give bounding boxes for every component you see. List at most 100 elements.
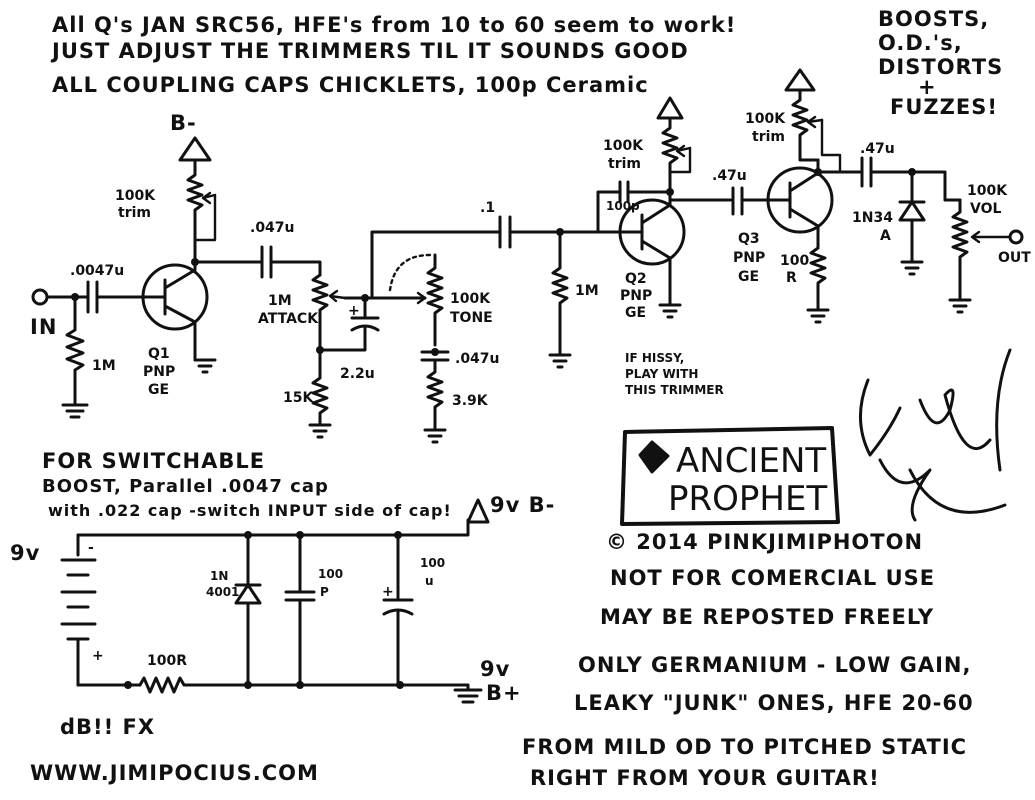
pot-vol: 100K VOL <box>943 183 1012 302</box>
corner-note-line-4: + <box>918 75 937 99</box>
q2-label-3: GE <box>625 305 646 321</box>
ground-15k <box>308 423 332 439</box>
from-line-2: RIGHT FROM YOUR GUITAR! <box>530 766 880 790</box>
power-9v-bminus: 9v B- <box>490 493 555 517</box>
cap-047-1-label: .047u <box>250 220 295 236</box>
note-line-2: JUST ADJUST THE TRIMMERS TIL IT SOUNDS G… <box>50 39 689 63</box>
cap-47-2-label: .47u <box>860 141 895 157</box>
logo-line-2: PROPHET <box>668 479 827 519</box>
b-minus-q2 <box>656 96 684 120</box>
b-minus-q3 <box>784 68 816 92</box>
pot-attack-label-2: ATTACK <box>258 311 319 327</box>
from-line-1: FROM MILD OD TO PITCHED STATIC <box>522 735 967 759</box>
in-label: IN <box>30 315 57 339</box>
out-label: OUT <box>998 250 1031 266</box>
corner-note-line-5: FUZZES! <box>890 95 998 119</box>
ground-tone <box>423 428 447 444</box>
repost-freely: MAY BE REPOSTED FREELY <box>600 605 934 629</box>
q2-label-2: PNP <box>620 288 652 304</box>
note-line-1: All Q's JAN SRC56, HFE's from 10 to 60 s… <box>52 13 736 37</box>
diode-1n-label-2: 4001 <box>206 585 239 599</box>
corner-note-line-3: DISTORTS <box>878 55 1003 79</box>
corner-note-line-2: O.D.'s, <box>878 31 963 55</box>
website-url: WWW.JIMIPOCIUS.COM <box>30 761 319 785</box>
trim3-label-2: trim <box>752 129 785 145</box>
ground-vol <box>948 298 972 314</box>
cap-47-2: .47u <box>860 141 895 188</box>
diode-1n-label-1: 1N <box>210 569 228 583</box>
q3-label-3: GE <box>738 269 759 285</box>
switch-note-line-1: FOR SWITCHABLE <box>42 449 265 473</box>
trim2-label-2: trim <box>608 156 641 172</box>
cap-22: + 2.2u <box>340 303 380 382</box>
battery-minus: - <box>88 540 94 556</box>
pot-tone-label-2: TONE <box>450 310 493 326</box>
diamond-icon <box>638 440 670 474</box>
signature <box>858 348 1012 522</box>
cap-047-1: .047u <box>250 220 295 279</box>
credits: © 2014 PINKJIMIPHOTON NOT FOR COMERCIAL … <box>30 530 973 790</box>
trim2-label-1: 100K <box>603 138 644 154</box>
header-notes: All Q's JAN SRC56, HFE's from 10 to 60 s… <box>50 13 736 97</box>
r-100-label-1: 100 <box>780 253 809 269</box>
power-9v-bplus-2: B+ <box>486 681 522 705</box>
power-cap-100p-2: P <box>320 585 329 599</box>
logo-line-1: ANCIENT <box>676 441 826 481</box>
note-line-3: ALL COUPLING CAPS CHICKLETS, 100p Cerami… <box>52 73 649 97</box>
input-cap-label: .0047u <box>70 263 124 279</box>
q3-label-2: PNP <box>733 250 765 266</box>
pot-vol-label-2: VOL <box>970 201 1001 217</box>
power-cap-100u-1: 100 <box>420 556 445 570</box>
power-cap-100u-2: u <box>425 574 434 588</box>
r-in-label: 1M <box>92 358 116 374</box>
diode-label-1: 1N34 <box>852 210 893 226</box>
hissy-line-2: PLAY WITH <box>625 367 698 381</box>
r-100-label-2: R <box>786 270 797 286</box>
ground-q3 <box>806 308 830 324</box>
r-1m-mid-label: 1M <box>575 283 599 299</box>
ground-mid <box>548 353 572 369</box>
pot-tone-label-1: 100K <box>450 291 491 307</box>
b-minus-top: B- <box>170 111 212 162</box>
power-cap-100p-1: 100 <box>318 567 343 581</box>
cap-22-plus: + <box>348 303 360 319</box>
switch-note-line-3: with .022 cap -switch INPUT side of cap! <box>48 501 452 520</box>
q2-transistor: Q2 PNP GE <box>613 190 686 321</box>
cap-100p-fb: 100p <box>606 180 640 213</box>
trim3-label-1: 100K <box>745 111 786 127</box>
switch-note-line-2: BOOST, Parallel .0047 cap <box>42 476 329 497</box>
q1-label-3: GE <box>148 382 169 398</box>
trim1-label-2: trim <box>118 205 151 221</box>
q1-transistor: Q1 PNP GE <box>141 260 209 398</box>
cap-01-label: .1 <box>480 200 495 216</box>
r-15k-label: 15K <box>283 390 314 406</box>
germanium-line-1: ONLY GERMANIUM - LOW GAIN, <box>578 653 971 677</box>
power-9v-label: 9v <box>10 541 40 565</box>
hissy-line-1: IF HISSY, <box>625 351 684 365</box>
q3-transistor: Q3 PNP GE <box>733 158 834 285</box>
hissy-line-3: THIS TRIMMER <box>625 383 724 397</box>
r-39k-label: 3.9K <box>452 393 489 409</box>
corner-note-line-1: BOOSTS, <box>878 7 989 31</box>
copyright: © 2014 PINKJIMIPHOTON <box>606 530 923 554</box>
r-100r-label: 100R <box>147 653 187 669</box>
ground-diode <box>900 260 924 276</box>
corner-note: BOOSTS, O.D.'s, DISTORTS + FUZZES! <box>878 7 1003 119</box>
switch-note: FOR SWITCHABLE BOOST, Parallel .0047 cap… <box>42 449 452 520</box>
cap-47-1: .47u <box>712 168 747 216</box>
ancient-prophet-logo: ANCIENT PROPHET <box>620 426 840 526</box>
cap-100p-label: 100p <box>606 199 640 213</box>
diode-1n34a: 1N34 A <box>852 170 926 264</box>
ground-q1 <box>193 358 217 374</box>
ground-in <box>61 403 89 419</box>
q2-label-1: Q2 <box>625 271 647 287</box>
pot-tone: 100K TONE <box>426 253 493 347</box>
brand: dB!! FX <box>60 715 155 739</box>
cap-01: .1 <box>480 200 512 249</box>
pot-attack-label-1: 1M <box>268 293 292 309</box>
pot-vol-label-1: 100K <box>967 183 1008 199</box>
not-commercial: NOT FOR COMERCIAL USE <box>610 566 935 590</box>
input-cap: .0047u <box>70 263 124 314</box>
output-jack: OUT <box>998 229 1031 266</box>
